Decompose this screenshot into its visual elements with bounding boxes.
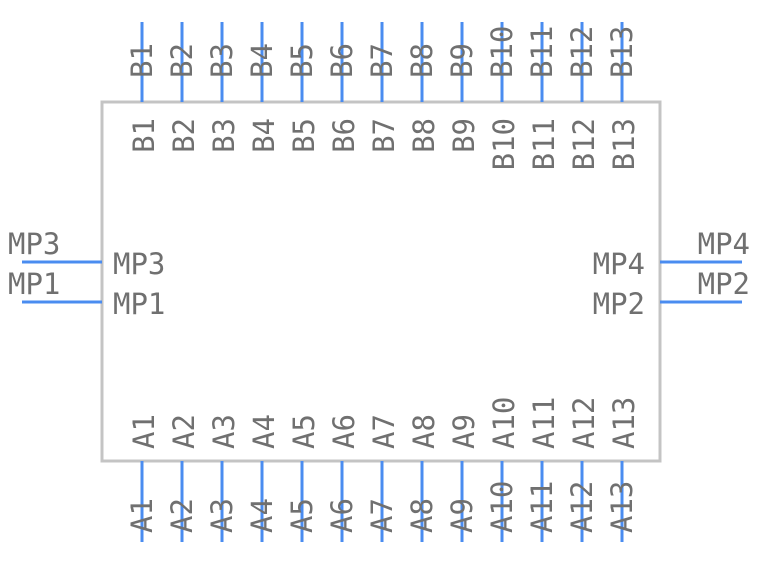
- pin-b4-outer-label: B4: [245, 43, 279, 78]
- pin-a7-outer-label: A7: [365, 498, 399, 533]
- pin-b9-inner-label: B9: [447, 118, 481, 153]
- pin-mp4-inner-label: MP4: [593, 247, 645, 281]
- pin-a5-inner-label: A5: [287, 414, 321, 449]
- pin-a3-inner-label: A3: [207, 414, 241, 449]
- pin-a6-outer-label: A6: [325, 498, 359, 533]
- pin-b7-inner-label: B7: [367, 118, 401, 153]
- pin-a10-outer-label: A10: [485, 481, 519, 533]
- pin-b10-outer-label: B10: [485, 26, 519, 78]
- pin-b7-outer-label: B7: [365, 43, 399, 78]
- pin-b1-inner-label: B1: [127, 118, 161, 153]
- pin-b5-inner-label: B5: [287, 118, 321, 153]
- pin-mp3-inner-label: MP3: [113, 247, 165, 281]
- pin-mp4-outer-label: MP4: [698, 227, 750, 261]
- pin-b6-outer-label: B6: [325, 43, 359, 78]
- pin-b10-inner-label: B10: [487, 118, 521, 170]
- pin-b6-inner-label: B6: [327, 118, 361, 153]
- label-group: B1B1B2B2B3B3B4B4B5B5B6B6B7B7B8B8B9B9B10B…: [8, 26, 750, 533]
- pin-mp1-outer-label: MP1: [8, 267, 60, 301]
- pin-b4-inner-label: B4: [247, 118, 281, 153]
- pin-a5-outer-label: A5: [285, 498, 319, 533]
- pin-b2-inner-label: B2: [167, 118, 201, 153]
- pin-b12-inner-label: B12: [567, 118, 601, 170]
- pin-b13-outer-label: B13: [605, 26, 639, 78]
- pin-b3-inner-label: B3: [207, 118, 241, 153]
- pin-a13-outer-label: A13: [605, 481, 639, 533]
- pin-b8-inner-label: B8: [407, 118, 441, 153]
- pin-a1-outer-label: A1: [125, 498, 159, 533]
- pin-a13-inner-label: A13: [607, 397, 641, 449]
- pin-b2-outer-label: B2: [165, 43, 199, 78]
- pin-a2-outer-label: A2: [165, 498, 199, 533]
- pin-mp1-inner-label: MP1: [113, 287, 165, 321]
- pin-a12-inner-label: A12: [567, 397, 601, 449]
- pin-b11-outer-label: B11: [525, 26, 559, 78]
- pin-b3-outer-label: B3: [205, 43, 239, 78]
- pin-b1-outer-label: B1: [125, 43, 159, 78]
- pin-a1-inner-label: A1: [127, 414, 161, 449]
- pin-a2-inner-label: A2: [167, 414, 201, 449]
- pin-mp2-outer-label: MP2: [698, 267, 750, 301]
- pin-b8-outer-label: B8: [405, 43, 439, 78]
- pin-b11-inner-label: B11: [527, 118, 561, 170]
- pin-a4-outer-label: A4: [245, 498, 279, 533]
- pin-a12-outer-label: A12: [565, 481, 599, 533]
- pin-a11-inner-label: A11: [527, 397, 561, 449]
- pin-a8-outer-label: A8: [405, 498, 439, 533]
- pin-b9-outer-label: B9: [445, 43, 479, 78]
- pin-a9-inner-label: A9: [447, 414, 481, 449]
- pin-a9-outer-label: A9: [445, 498, 479, 533]
- pin-a10-inner-label: A10: [487, 397, 521, 449]
- pin-mp3-outer-label: MP3: [8, 227, 60, 261]
- pin-b12-outer-label: B12: [565, 26, 599, 78]
- pin-a4-inner-label: A4: [247, 414, 281, 449]
- pin-group: [22, 22, 742, 542]
- pin-b13-inner-label: B13: [607, 118, 641, 170]
- pin-mp2-inner-label: MP2: [593, 287, 645, 321]
- pin-a7-inner-label: A7: [367, 414, 401, 449]
- pin-a11-outer-label: A11: [525, 481, 559, 533]
- pin-b5-outer-label: B5: [285, 43, 319, 78]
- pin-a6-inner-label: A6: [327, 414, 361, 449]
- pin-a3-outer-label: A3: [205, 498, 239, 533]
- pin-a8-inner-label: A8: [407, 414, 441, 449]
